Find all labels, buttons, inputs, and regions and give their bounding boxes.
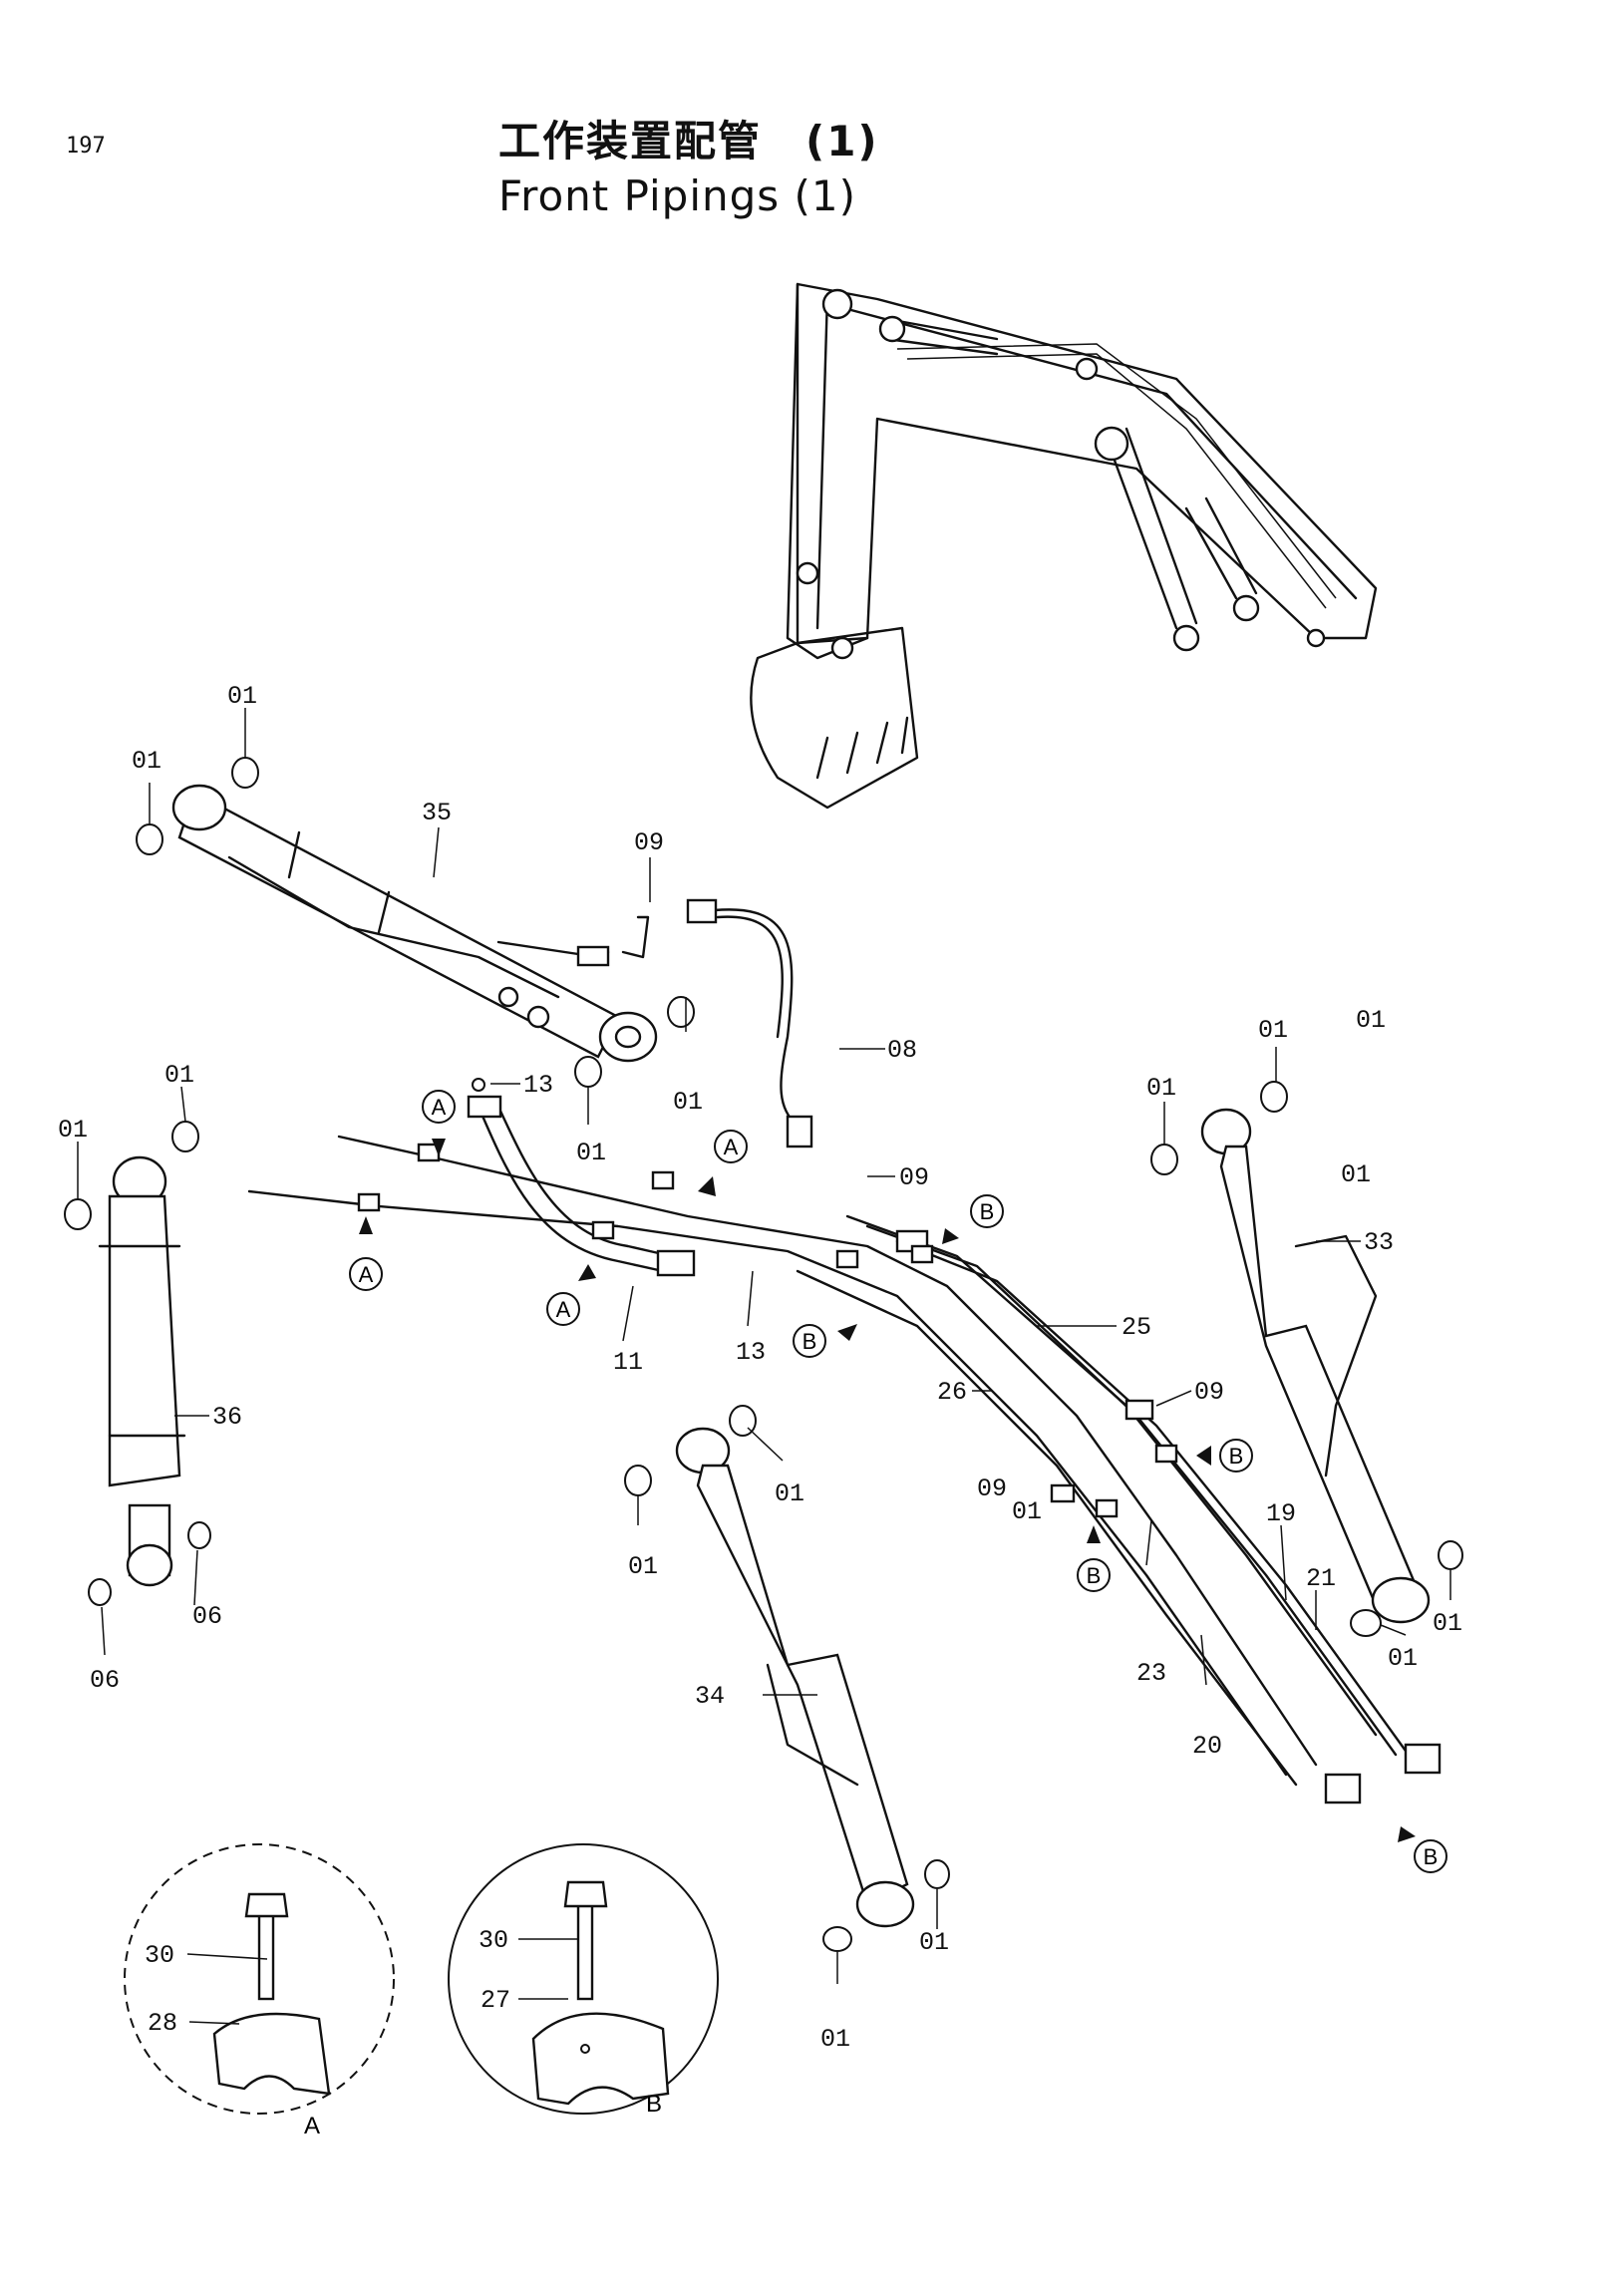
detail-marker-labels: A A A A B B B B B: [359, 1095, 1439, 1869]
callout-01: 01: [1258, 1016, 1288, 1045]
cylinder-36: [98, 1155, 186, 1587]
callout-13: 13: [736, 1338, 766, 1367]
callout-01: 01: [628, 1552, 658, 1581]
callout-01: 01: [1356, 1006, 1386, 1035]
callout-01: 01: [576, 1139, 606, 1167]
callout-01: 01: [919, 1928, 949, 1957]
callout-09: 09: [977, 1475, 1007, 1503]
callout-23: 23: [1136, 1659, 1166, 1688]
callout-36: 36: [212, 1403, 242, 1432]
callout-01: 01: [775, 1479, 804, 1508]
callout-01: 01: [1012, 1497, 1042, 1526]
marker-b: B: [1229, 1444, 1244, 1469]
marker-a: A: [724, 1135, 739, 1159]
detail-view-b: [448, 1843, 719, 2115]
callout-20: 20: [1192, 1732, 1222, 1761]
callout-13: 13: [523, 1071, 553, 1100]
marker-a: A: [432, 1095, 447, 1120]
marker-a: A: [359, 1262, 374, 1287]
callout-01: 01: [58, 1116, 88, 1145]
callout-28: 28: [148, 2009, 177, 2038]
callout-06: 06: [192, 1602, 222, 1631]
marker-b: B: [803, 1329, 817, 1354]
page-number: 197: [66, 134, 106, 159]
part-callouts: 01 01 35 09 08 13 01 01 01 01 09 01 01 3…: [58, 682, 1462, 2054]
pipe-bundle: [247, 1135, 1442, 1804]
callout-34: 34: [695, 1682, 725, 1711]
detail-view-a-label: A: [304, 2113, 320, 2139]
callout-01: 01: [132, 747, 161, 776]
callout-09: 09: [634, 828, 664, 857]
detail-markers: [349, 1090, 1447, 1873]
callout-35: 35: [422, 799, 452, 827]
marker-b: B: [1087, 1563, 1102, 1588]
callout-01: 01: [1433, 1609, 1462, 1638]
callout-08: 08: [887, 1036, 917, 1065]
callout-30: 30: [145, 1941, 174, 1970]
callout-30: 30: [479, 1926, 508, 1955]
callout-33: 33: [1364, 1228, 1394, 1257]
callout-01: 01: [1341, 1160, 1371, 1189]
callout-06: 06: [90, 1666, 120, 1695]
title-japanese: 工作装置配管 (1): [498, 117, 879, 165]
leader-lines: [77, 708, 1451, 2025]
callout-01: 01: [1388, 1644, 1418, 1673]
callout-09: 09: [899, 1163, 929, 1192]
bucket-cylinder-33: [1200, 1108, 1431, 1624]
detail-view-a: [124, 1843, 395, 2115]
arm-cylinder-35: [171, 784, 658, 1063]
callout-09: 09: [1194, 1378, 1224, 1407]
marker-a: A: [556, 1297, 571, 1322]
callout-01: 01: [820, 2025, 850, 2054]
boom-cylinder-34: [675, 1427, 915, 1928]
callout-01: 01: [1146, 1074, 1176, 1103]
marker-b: B: [980, 1199, 995, 1224]
callout-19: 19: [1266, 1499, 1296, 1528]
excavator-overview-drawing: [750, 282, 1378, 810]
callout-01: 01: [164, 1061, 194, 1090]
callout-11: 11: [613, 1348, 643, 1377]
title-english: Front Pipings (1): [498, 171, 856, 220]
callout-25: 25: [1122, 1313, 1151, 1342]
detail-view-b-label: B: [646, 2091, 662, 2118]
marker-b: B: [1424, 1844, 1439, 1869]
callout-01: 01: [227, 682, 257, 711]
callout-01: 01: [673, 1088, 703, 1117]
callout-26: 26: [937, 1378, 967, 1407]
callout-21: 21: [1306, 1564, 1336, 1593]
callout-27: 27: [481, 1986, 510, 2015]
